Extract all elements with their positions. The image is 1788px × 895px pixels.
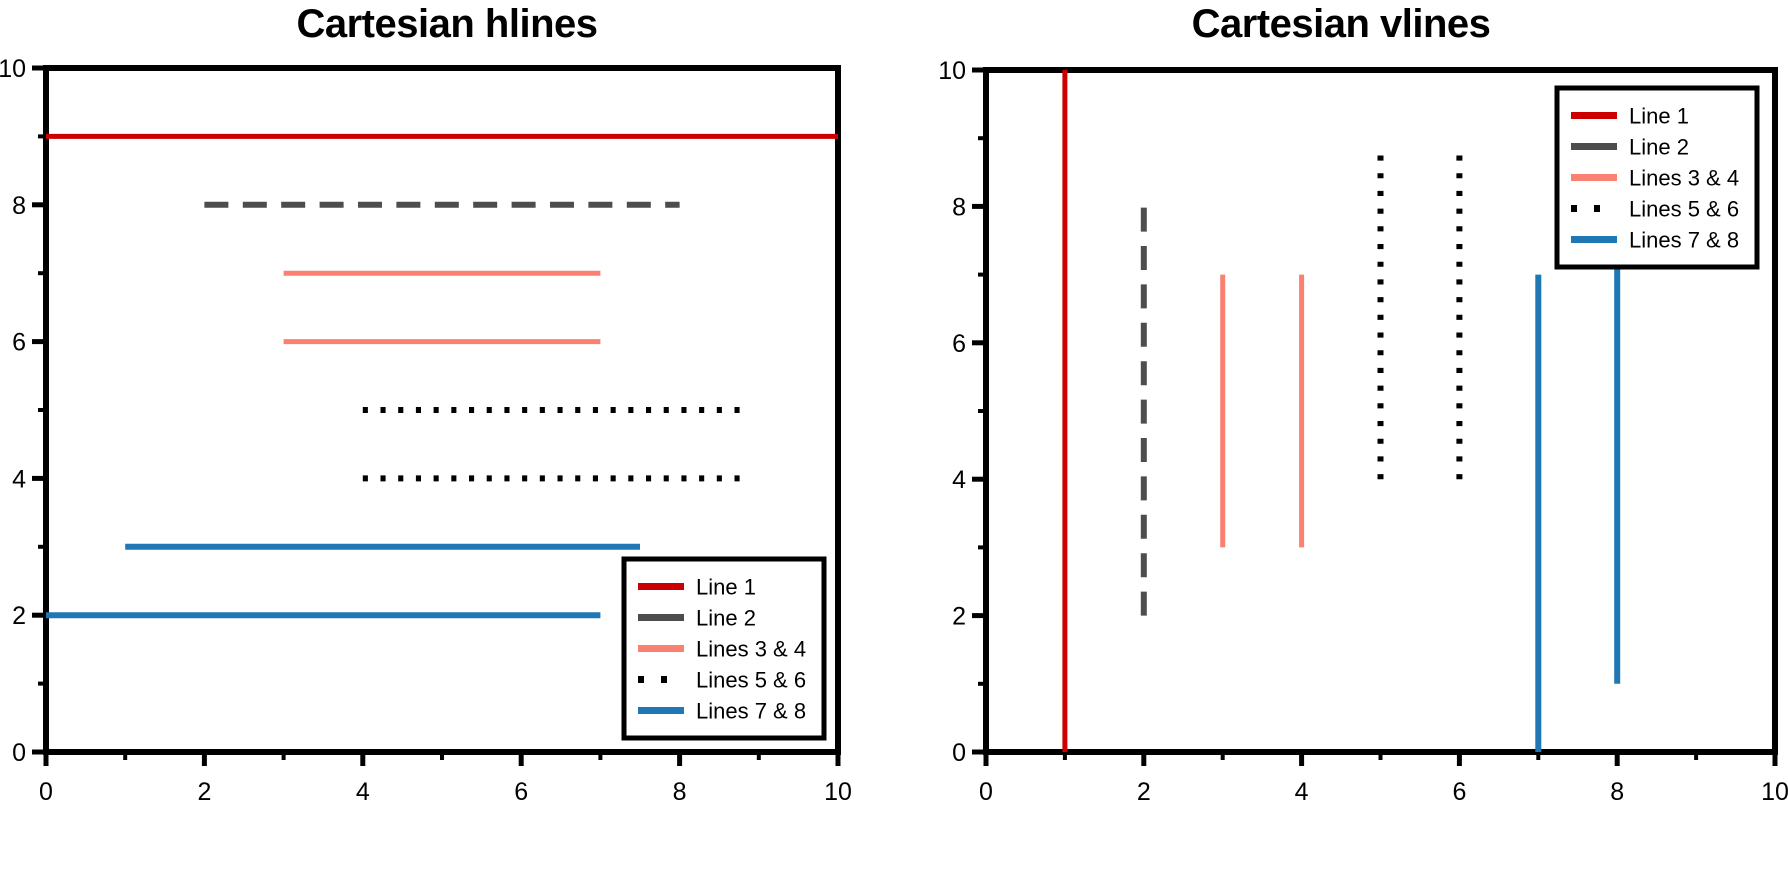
- x-tick-label: 8: [673, 778, 687, 806]
- legend-label-4: Lines 5 & 6: [696, 668, 806, 693]
- x-tick-label: 2: [1137, 778, 1151, 806]
- legend-label-5: Lines 7 & 8: [696, 699, 806, 724]
- axis-tick-labels: 0 2 4 6 8 10 0 2 4 6 8 10: [0, 55, 852, 806]
- page-title-right: Cartesian vlines: [1191, 2, 1491, 46]
- axis-tick-labels: 0 2 4 6 8 10 0 2 4 6 8 10: [938, 57, 1788, 806]
- data-series-group: [46, 133, 838, 619]
- y-tick-label: 4: [12, 465, 26, 493]
- y-tick-label: 0: [952, 739, 966, 767]
- legend-label-1: Line 1: [1629, 104, 1689, 129]
- y-tick-label: 6: [952, 330, 966, 358]
- x-tick-label: 4: [1295, 778, 1309, 806]
- x-tick-label: 6: [514, 778, 528, 806]
- axis-ticks: [972, 67, 1778, 766]
- legend-label-3: Lines 3 & 4: [1629, 166, 1739, 191]
- legend-label-1: Line 1: [696, 575, 756, 600]
- y-tick-label: 10: [938, 57, 966, 85]
- legend-label-2: Line 2: [696, 606, 756, 631]
- x-tick-label: 10: [824, 778, 852, 806]
- y-tick-label: 0: [12, 739, 26, 767]
- x-tick-label: 0: [979, 778, 993, 806]
- legend: Line 1 Line 2 Lines 3 & 4 Lines 5 & 6 Lines …: [1554, 85, 1760, 270]
- y-tick-label: 8: [952, 193, 966, 221]
- data-series-group: [1062, 70, 1621, 752]
- page-title-left: Cartesian hlines: [296, 2, 598, 46]
- legend-label-5: Lines 7 & 8: [1629, 228, 1739, 253]
- y-tick-label: 10: [0, 55, 26, 83]
- x-tick-label: 10: [1761, 778, 1788, 806]
- y-tick-label: 4: [952, 466, 966, 494]
- y-tick-label: 2: [952, 603, 966, 631]
- y-tick-label: 8: [12, 192, 26, 220]
- legend: Line 1 Line 2 Lines 3 & 4 Lines 5 & 6 Lines …: [621, 556, 827, 741]
- x-tick-label: 8: [1610, 778, 1624, 806]
- y-tick-label: 6: [12, 329, 26, 357]
- legend-label-2: Line 2: [1629, 135, 1689, 160]
- x-tick-label: 0: [39, 778, 53, 806]
- x-tick-label: 4: [356, 778, 370, 806]
- x-tick-label: 6: [1452, 778, 1466, 806]
- y-tick-label: 2: [12, 602, 26, 630]
- legend-label-4: Lines 5 & 6: [1629, 197, 1739, 222]
- axis-ticks: [32, 65, 841, 766]
- legend-label-3: Lines 3 & 4: [696, 637, 806, 662]
- x-tick-label: 2: [197, 778, 211, 806]
